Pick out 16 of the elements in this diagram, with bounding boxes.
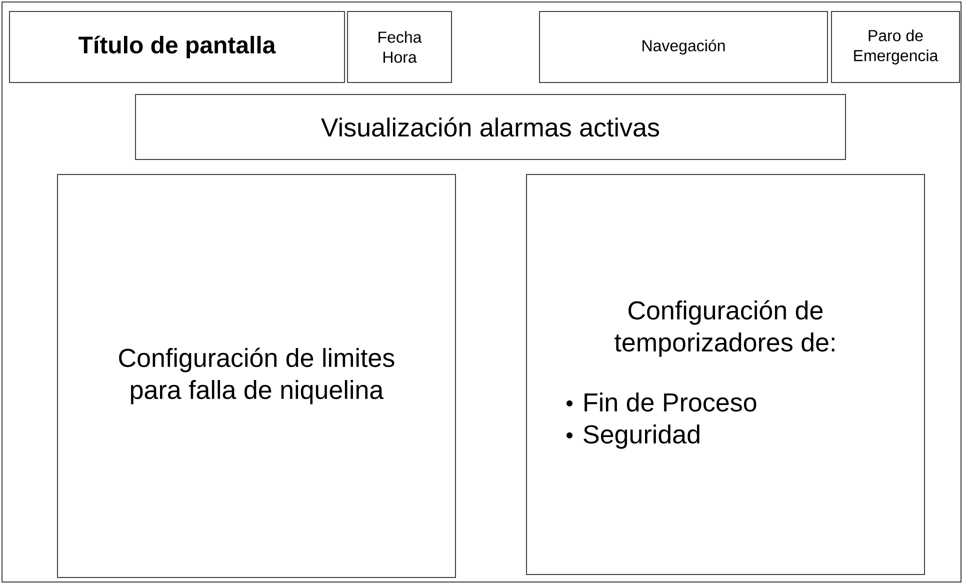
box-label: Visualización alarmas activas bbox=[321, 117, 660, 137]
panel-box bbox=[135, 94, 846, 160]
box-label: Fecha Hora bbox=[378, 31, 422, 63]
panel-box bbox=[831, 11, 960, 83]
panel-box bbox=[526, 174, 925, 575]
box-label: Navegación bbox=[642, 39, 725, 55]
panel-box bbox=[57, 174, 456, 578]
panel-box bbox=[539, 11, 828, 83]
box-label: Configuración de limites para falla de niquelina bbox=[119, 348, 394, 404]
list-item: Seguridad bbox=[584, 424, 700, 449]
list-item: Fin de Proceso bbox=[584, 392, 756, 412]
panel-box bbox=[347, 11, 452, 83]
box-label: Paro de Emergencia bbox=[854, 30, 938, 64]
panel-box bbox=[9, 11, 345, 83]
box-label: Título de pantalla bbox=[78, 36, 276, 58]
box-heading: Configuración de temporizadores de: bbox=[614, 300, 834, 357]
